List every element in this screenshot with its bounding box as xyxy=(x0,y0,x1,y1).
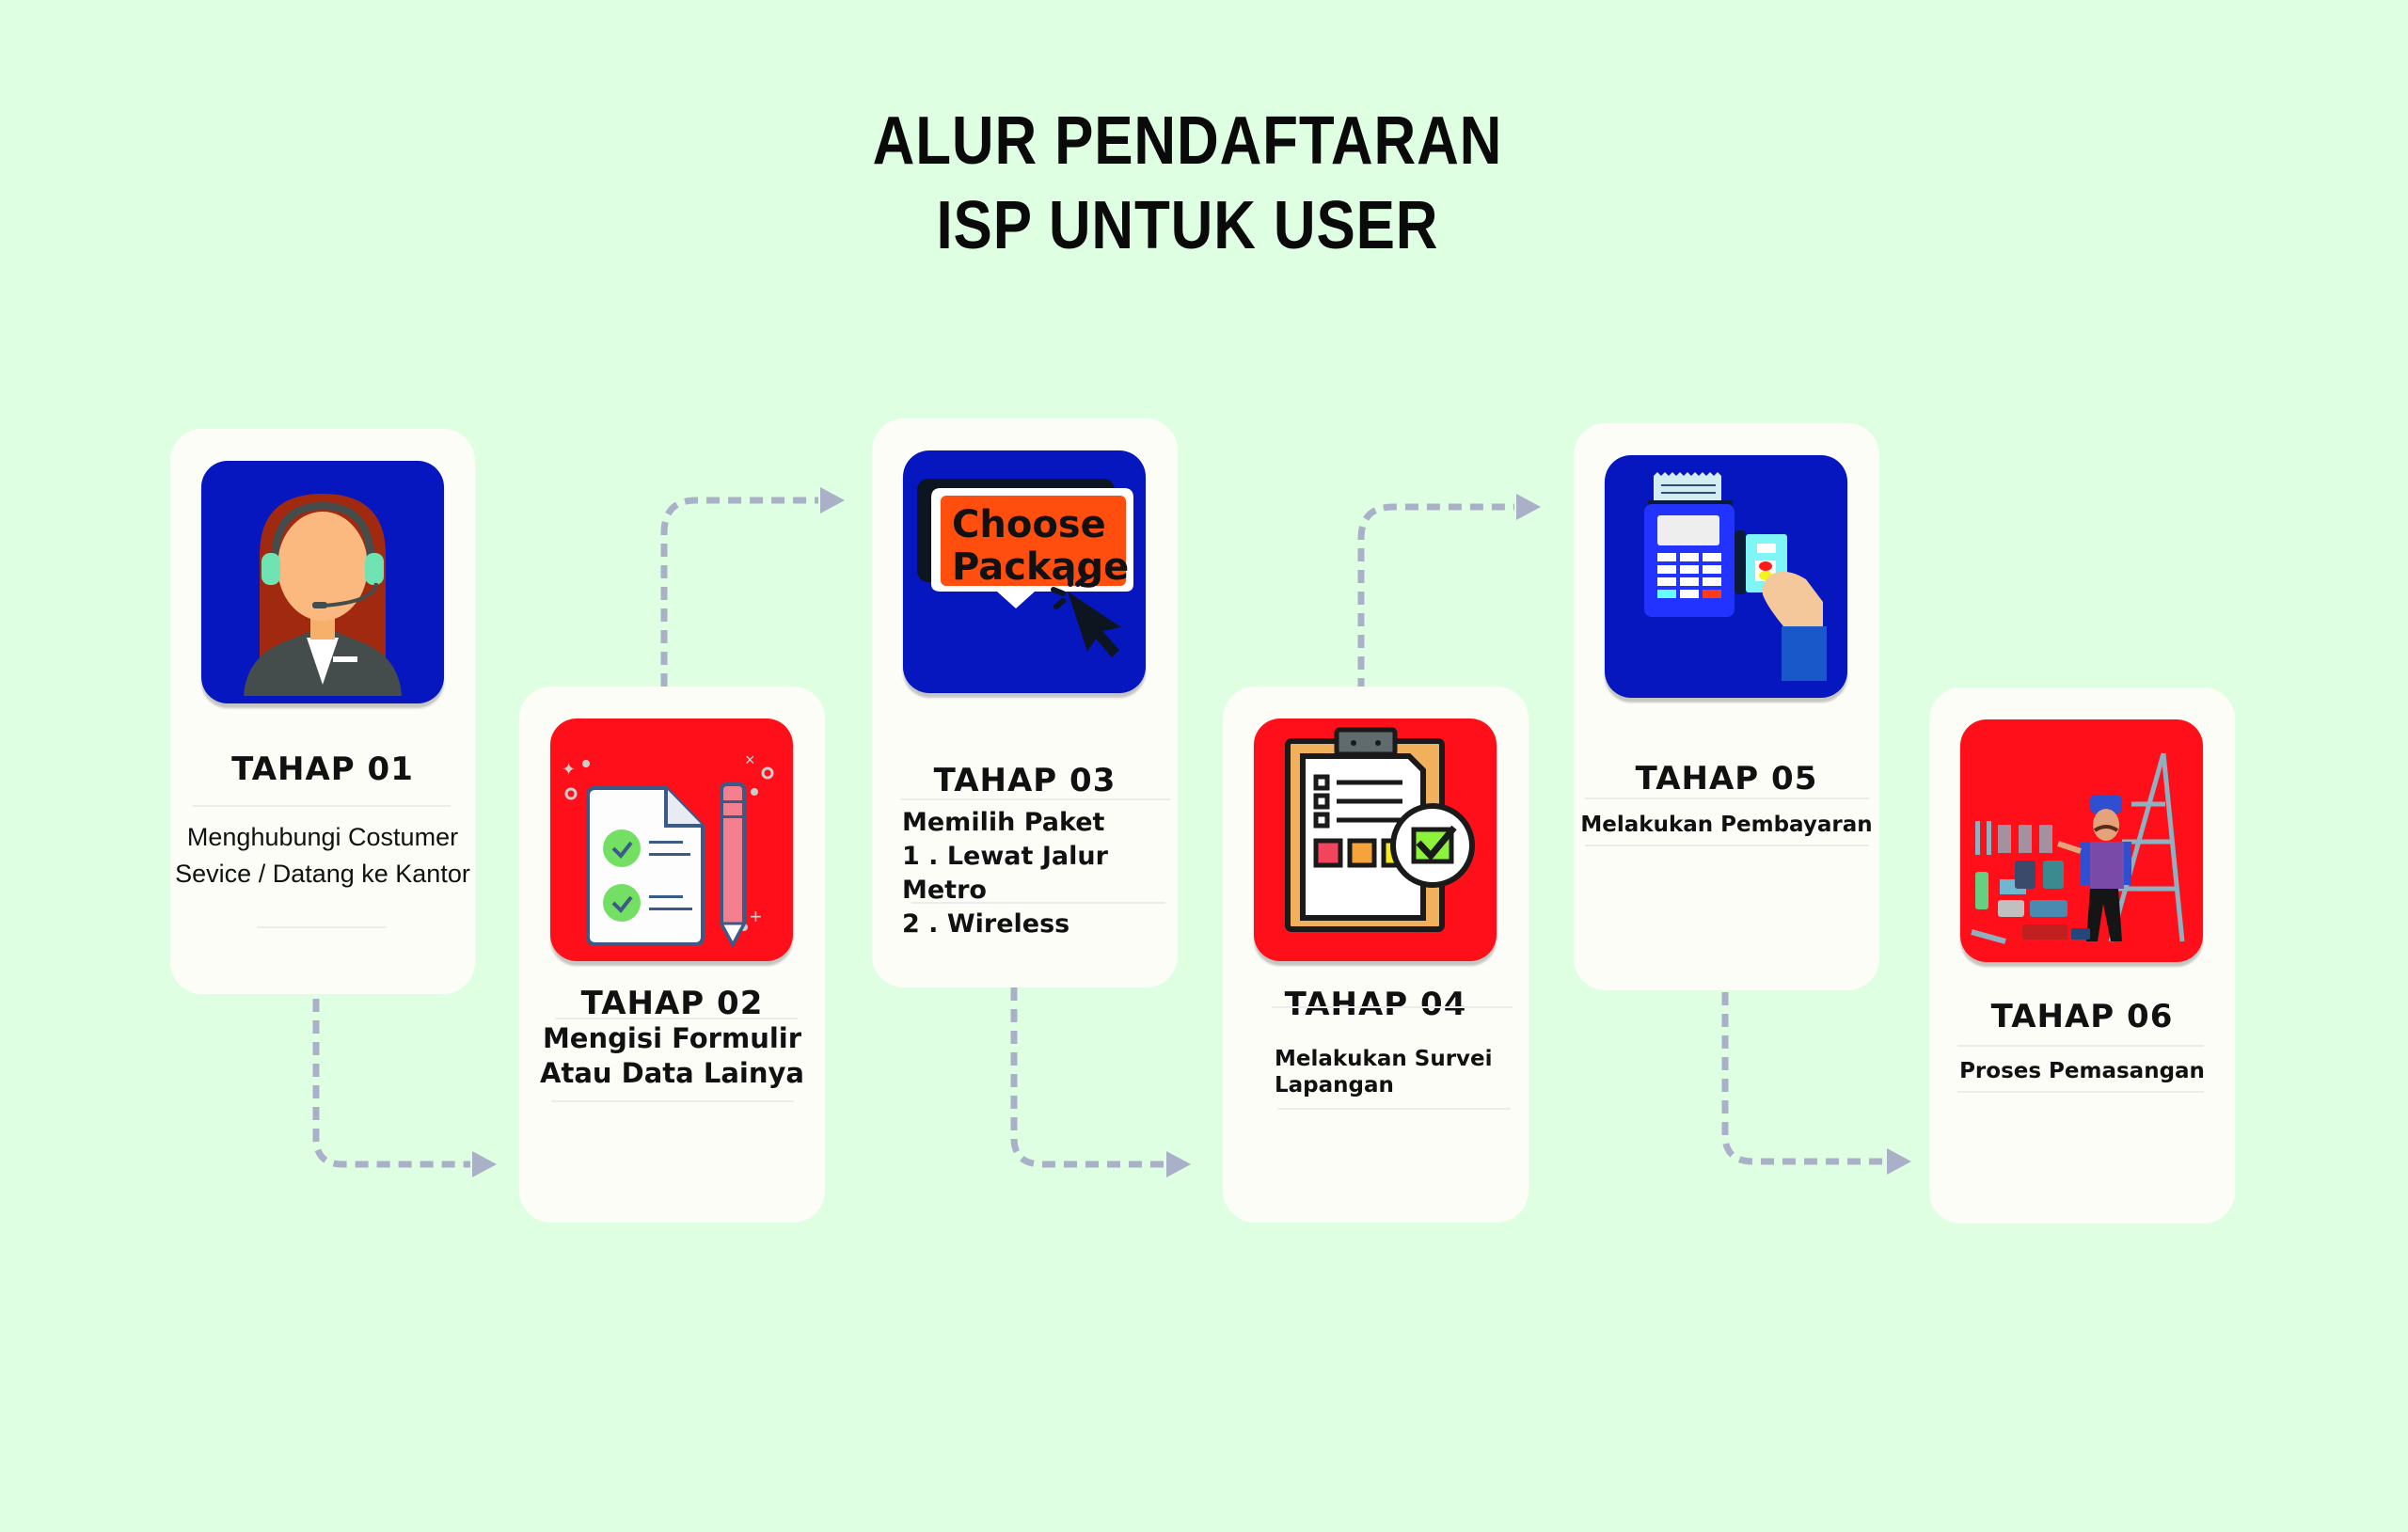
technician-installation-icon xyxy=(1960,719,2203,962)
customer-service-agent-icon xyxy=(201,461,444,703)
step-label: TAHAP 05 xyxy=(1635,760,1818,798)
step-card-4: TAHAP 04 Melakukan Survei Lapangan xyxy=(1223,687,1529,1223)
divider xyxy=(555,1018,798,1019)
step-card-5: TAHAP 05 Melakukan Pembayaran xyxy=(1574,423,1879,990)
step-label: TAHAP 01 xyxy=(231,750,414,788)
step-card-1: TAHAP 01 Menghubungi Costumer Sevice / D… xyxy=(170,429,475,994)
title-line-2: ISP UNTUK USER xyxy=(936,188,1439,263)
divider xyxy=(1585,845,1869,846)
divider xyxy=(900,798,1170,800)
step-label: TAHAP 04 xyxy=(1284,986,1467,1023)
connector-arrow-4-to-5 xyxy=(1357,494,1541,691)
step-description: Mengisi Formulir Atau Data Lainya xyxy=(540,1022,804,1089)
step-description: Proses Pemasangan xyxy=(1959,1059,2205,1083)
connector-arrow-3-to-4 xyxy=(1010,987,1191,1177)
divider xyxy=(257,926,387,928)
step-card-6: TAHAP 06 Proses Pemasangan xyxy=(1929,687,2235,1224)
step-label: TAHAP 03 xyxy=(933,762,1117,799)
divider xyxy=(1957,1091,2204,1093)
connector-arrow-1-to-2 xyxy=(312,999,497,1177)
divider xyxy=(1272,1006,1513,1008)
step-description: Melakukan Survei Lapangan xyxy=(1275,1047,1493,1098)
form-checklist-pencil-icon: ✦ × + xyxy=(550,719,793,961)
connector-arrow-2-to-3 xyxy=(660,487,845,687)
choose-package-icon: Choose Package xyxy=(903,450,1146,693)
divider xyxy=(193,805,451,807)
page-title: ALUR PENDAFTARAN ISP UNTUK USER xyxy=(166,99,2210,268)
connector-arrow-5-to-6 xyxy=(1721,992,1911,1175)
divider xyxy=(551,1100,794,1102)
card-payment-terminal-icon xyxy=(1605,455,1847,698)
step-card-2: ✦ × + TAHAP 02 Mengisi Formulir Atau Dat… xyxy=(519,687,825,1223)
clipboard-survey-icon xyxy=(1254,719,1497,961)
title-line-1: ALUR PENDAFTARAN xyxy=(872,103,1503,179)
step-card-3: Choose Package TAHAP 03 Memilih Paket 1 … xyxy=(872,419,1178,987)
step-description: Menghubungi Costumer Sevice / Datang ke … xyxy=(175,823,470,888)
icon-text-choose: Choose xyxy=(952,503,1106,546)
svg-text:+: + xyxy=(750,905,762,928)
svg-text:×: × xyxy=(745,750,755,769)
divider xyxy=(1957,1045,2204,1047)
step-label: TAHAP 06 xyxy=(1990,998,2174,1035)
divider xyxy=(1585,798,1869,799)
divider xyxy=(1277,1108,1511,1110)
svg-text:✦: ✦ xyxy=(562,760,576,779)
step-description: Melakukan Pembayaran xyxy=(1580,813,1873,837)
step-description: Memilih Paket 1 . Lewat Jalur Metro 2 . … xyxy=(902,808,1108,939)
divider xyxy=(911,902,1165,904)
step-label: TAHAP 02 xyxy=(580,985,764,1022)
icon-text-package: Package xyxy=(952,545,1129,589)
